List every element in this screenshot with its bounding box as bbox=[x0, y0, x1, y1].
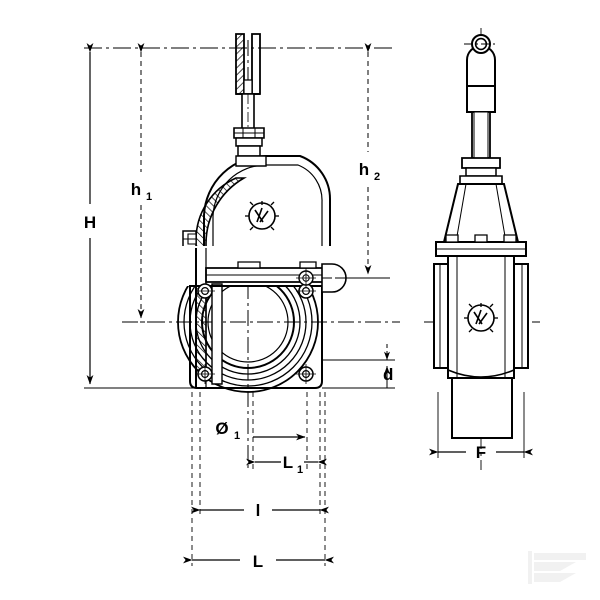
gland-nut-assembly bbox=[233, 127, 265, 157]
side-end-flanges bbox=[433, 263, 529, 369]
side-elevation-view bbox=[424, 28, 540, 470]
dimension-label-d: d bbox=[383, 365, 393, 384]
bolt-hole-top-left bbox=[195, 283, 215, 299]
dimension-label-L1-sub: 1 bbox=[297, 464, 303, 476]
dimension-label-O1: Ø bbox=[215, 419, 228, 438]
dimension-H: H bbox=[76, 43, 104, 385]
dimension-label-h2: h bbox=[359, 160, 369, 179]
dimension-L1: L 1 bbox=[246, 453, 327, 476]
dimension-label-O1-sub: 1 bbox=[234, 430, 240, 442]
dimension-h2: h 2 bbox=[352, 43, 390, 275]
drain-boss bbox=[296, 263, 348, 293]
dimension-l: l bbox=[191, 501, 329, 520]
side-gland-nut bbox=[459, 157, 503, 185]
dimension-d: d bbox=[383, 344, 393, 388]
flange-bolt-holes bbox=[195, 283, 316, 384]
bolt-hole-bottom-right bbox=[296, 364, 316, 384]
dimension-label-h1: h bbox=[131, 180, 141, 199]
side-lower-skirt bbox=[447, 369, 515, 439]
gate-guide-slot bbox=[211, 283, 223, 385]
manufacturer-emblem-side bbox=[464, 303, 498, 333]
dimension-label-l: l bbox=[256, 501, 261, 520]
side-bolt-lug bbox=[182, 230, 197, 248]
dimension-annotations: H h 1 h 2 d bbox=[76, 43, 533, 571]
gate-wedge-seal bbox=[195, 177, 247, 371]
vertical-extension-lines bbox=[191, 392, 326, 566]
dimension-label-L: L bbox=[253, 552, 263, 571]
dimension-label-H: H bbox=[84, 213, 96, 232]
manufacturer-emblem-front bbox=[245, 201, 279, 231]
front-section-view bbox=[122, 33, 400, 470]
square-mounting-flange bbox=[189, 283, 323, 389]
lever-body bbox=[466, 85, 496, 159]
dimension-label-F: F bbox=[476, 443, 486, 462]
side-joint-flange bbox=[435, 234, 527, 257]
dimension-label-h2-sub: 2 bbox=[374, 171, 380, 183]
dimension-O1: Ø 1 bbox=[215, 419, 306, 442]
dimension-F: F bbox=[429, 392, 533, 462]
side-body-barrel bbox=[447, 255, 515, 379]
dimension-h1: h 1 bbox=[124, 43, 162, 319]
bolt-hole-bottom-left bbox=[195, 364, 215, 384]
lever-eye bbox=[464, 34, 498, 87]
dimension-label-L1: L bbox=[283, 453, 293, 472]
side-bonnet bbox=[442, 183, 520, 243]
dimension-L: L bbox=[183, 552, 334, 571]
watermark-logo bbox=[528, 551, 586, 584]
dimension-label-h1-sub: 1 bbox=[146, 191, 152, 203]
